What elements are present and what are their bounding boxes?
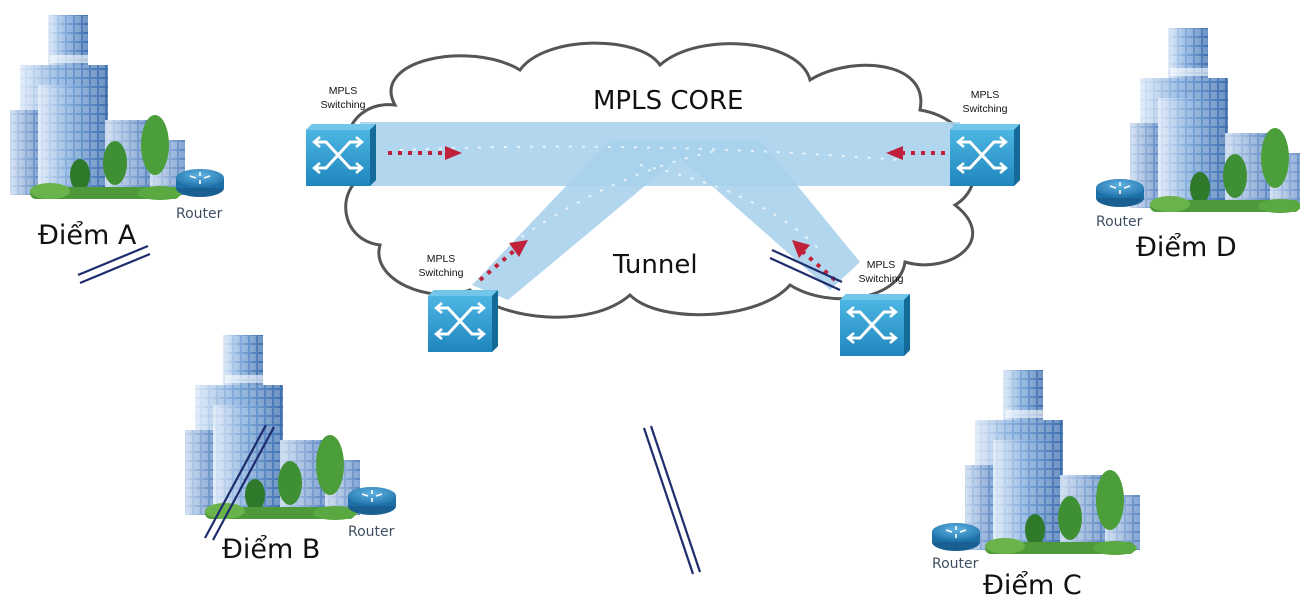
router-label-b: Router: [348, 524, 395, 540]
arrow-top-left: [388, 146, 462, 160]
mpls-switch-icon: [838, 292, 912, 358]
mpls-tunnel: [360, 122, 960, 300]
router-icon: [175, 168, 225, 198]
building-icon: [10, 15, 185, 200]
switch-label-bottom-left: MPLS Switching: [410, 252, 472, 280]
switch-label-bottom-right: MPLS Switching: [850, 258, 912, 286]
traffic-arrows: [388, 146, 945, 282]
router-icon: [1095, 178, 1145, 208]
tunnel-label: Tunnel: [613, 250, 698, 280]
building-icon: [1130, 28, 1300, 213]
router-label-d: Router: [1096, 214, 1143, 230]
site-name-a: Điểm A: [38, 220, 137, 251]
switch-label-line2: Switching: [858, 273, 904, 285]
router-label-a: Router: [176, 206, 223, 222]
switch-label-line1: MPLS: [866, 259, 896, 271]
router-label-c: Router: [932, 556, 979, 572]
switch-label-line1: MPLS: [970, 89, 1000, 101]
switch-label-line2: Switching: [320, 99, 366, 111]
site-name-c: Điểm C: [983, 570, 1082, 601]
mpls-core-label: MPLS CORE: [593, 86, 744, 116]
switch-label-line2: Switching: [418, 267, 464, 279]
switch-label-line1: MPLS: [426, 253, 456, 265]
link-marks: [77, 244, 843, 575]
mpls-switch-icon: [426, 288, 500, 354]
router-icon: [931, 522, 981, 552]
switch-label-top-left: MPLS Switching: [312, 84, 374, 112]
arrow-top-right: [886, 146, 945, 160]
arrow-bottom-left: [478, 240, 528, 282]
site-name-b: Điểm B: [222, 534, 321, 565]
arrow-bottom-right: [792, 240, 837, 282]
switch-label-line1: MPLS: [328, 85, 358, 97]
mpls-switch-icon: [304, 122, 378, 188]
switch-label-top-right: MPLS Switching: [954, 88, 1016, 116]
building-icon: [965, 370, 1140, 555]
site-name-d: Điểm D: [1136, 232, 1237, 263]
switch-label-line2: Switching: [962, 103, 1008, 115]
router-icon: [347, 486, 397, 516]
mpls-switch-icon: [948, 122, 1022, 188]
